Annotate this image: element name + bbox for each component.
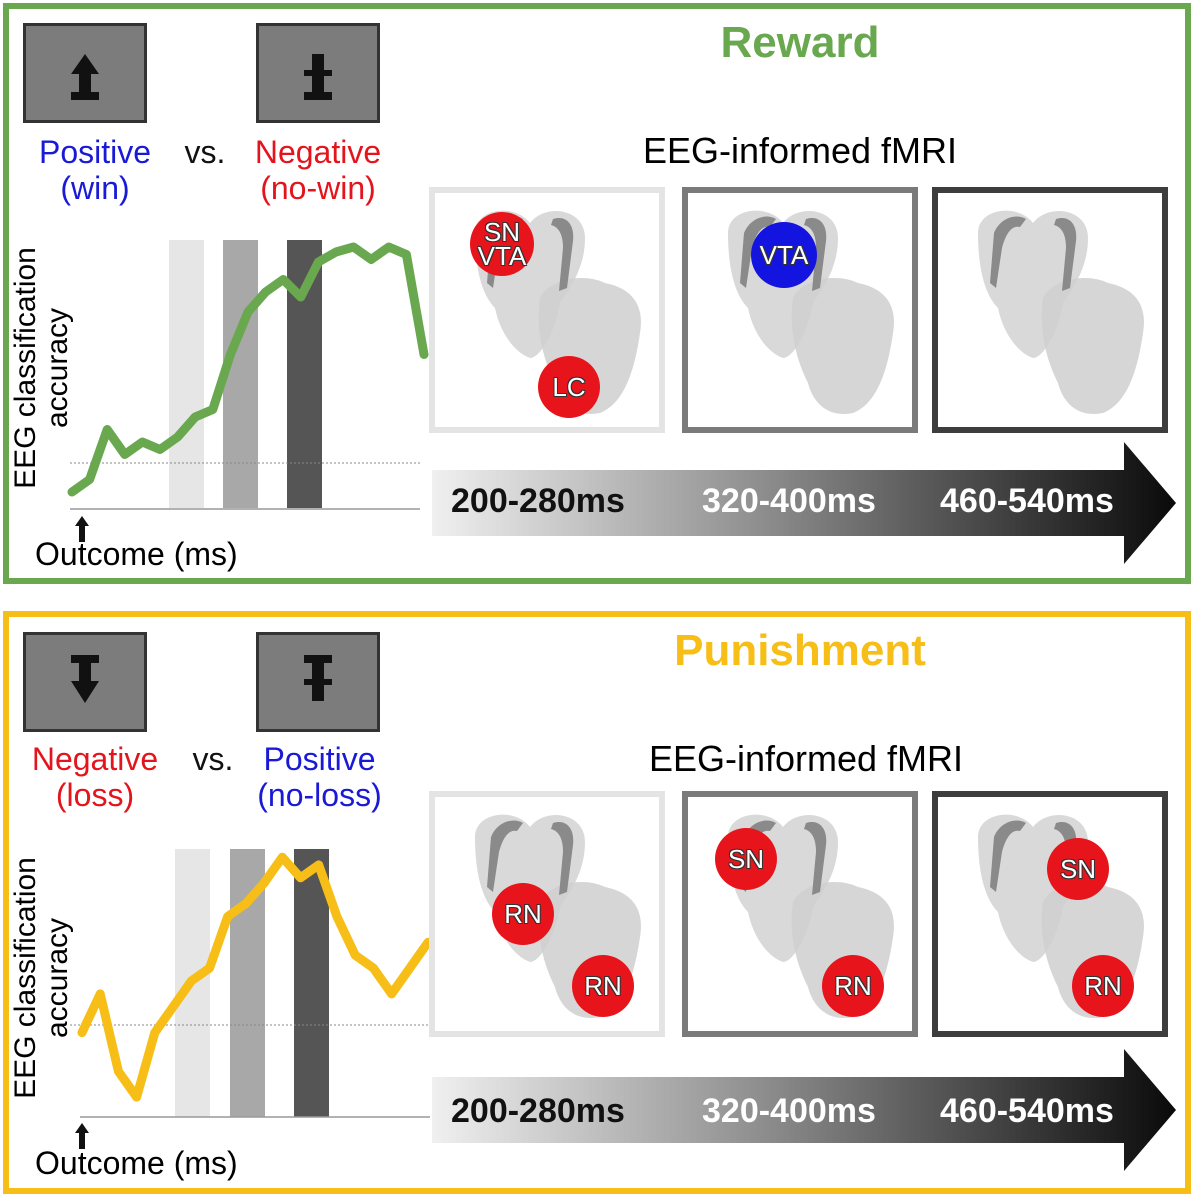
reward-accuracy-line	[67, 242, 429, 497]
fmri-title: EEG-informed fMRI	[642, 130, 958, 171]
brainstem-illustration	[978, 210, 1144, 414]
brain-window-1	[429, 187, 665, 433]
region-sn-vta: SN VTA	[470, 212, 534, 276]
time-window-3b: 460-540ms	[940, 1092, 1114, 1130]
time-arrow	[432, 442, 1176, 564]
nowin-cue-image	[256, 23, 380, 123]
brain-window-3	[932, 187, 1168, 433]
punishment-title: Punishment	[674, 626, 926, 675]
time-window-3: 460-540ms	[940, 482, 1114, 520]
reward-title: Reward	[720, 18, 880, 67]
punishment-panel	[3, 611, 1191, 1194]
win-cue-image	[23, 23, 147, 123]
fmri-title-2: EEG-informed fMRI	[648, 738, 964, 779]
outcome-arrow-icon-2	[75, 1123, 89, 1149]
brain-window-2	[682, 187, 918, 433]
brain-window-3b	[932, 791, 1168, 1037]
region-vta: VTA	[751, 222, 817, 288]
time-window-1: 200-280ms	[451, 482, 625, 520]
window-bar-3b	[294, 849, 329, 1117]
neutral-up-icon	[304, 54, 332, 100]
brain-window-2b	[682, 791, 918, 1037]
window-bar-1	[169, 240, 204, 508]
punishment-accuracy-chart	[70, 849, 433, 1118]
vs-label-2: vs.	[192, 741, 234, 777]
neutral-down-icon	[304, 655, 332, 701]
time-arrow-2	[432, 1049, 1176, 1171]
region-sn-1: SN	[715, 828, 777, 890]
reward-accuracy-chart	[67, 240, 429, 510]
x-axis-label-2: Outcome (ms)	[35, 1145, 238, 1181]
time-window-2b: 320-400ms	[702, 1092, 876, 1130]
region-rn-4: RN	[1072, 955, 1134, 1017]
vs-label: vs.	[184, 134, 226, 170]
time-window-1b: 200-280ms	[451, 1092, 625, 1130]
positive-label: Positive(win)	[38, 134, 152, 206]
region-rn-1: RN	[492, 883, 554, 945]
region-rn-2: RN	[572, 955, 634, 1017]
loss-cue-image	[23, 632, 147, 732]
punishment-accuracy-line	[77, 852, 433, 1102]
region-rn-3: RN	[822, 955, 884, 1017]
noloss-cue-image	[256, 632, 380, 732]
x-axis-label: Outcome (ms)	[35, 536, 238, 572]
down-arrow-icon	[71, 655, 99, 703]
negative-loss-label: Negative(loss)	[31, 741, 159, 813]
up-arrow-icon	[71, 54, 99, 100]
region-lc: LC	[538, 356, 600, 418]
time-window-2: 320-400ms	[702, 482, 876, 520]
outcome-arrow-icon	[75, 516, 89, 542]
reward-panel	[3, 3, 1191, 584]
positive-noloss-label: Positive(no-loss)	[257, 741, 382, 813]
negative-label: Negative(no-win)	[254, 134, 382, 206]
region-sn-2: SN	[1047, 838, 1109, 900]
